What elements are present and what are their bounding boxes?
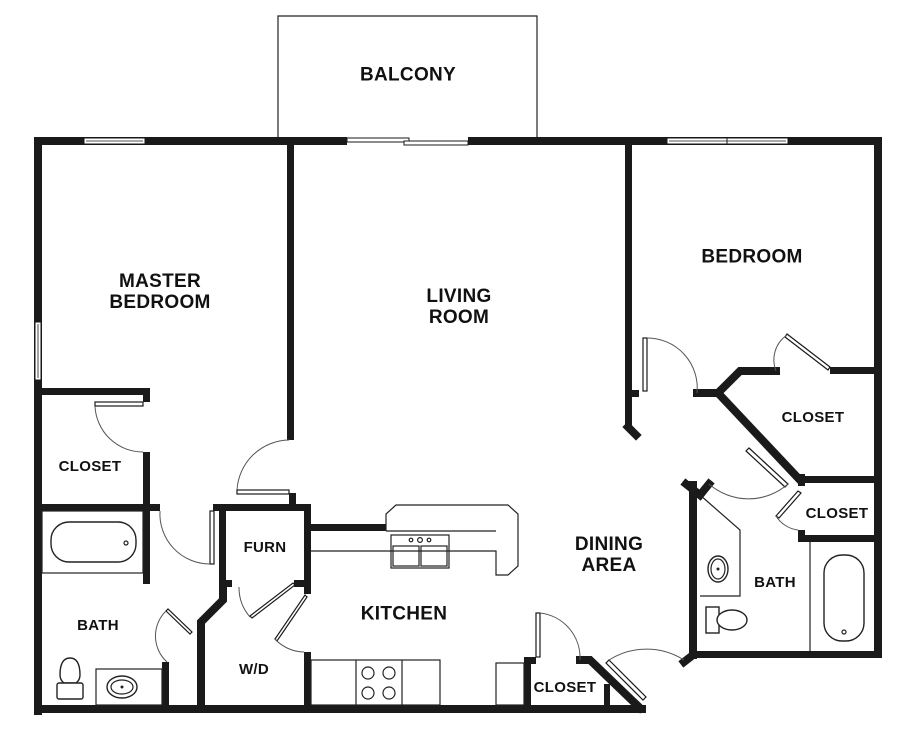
room-label-furnace: FURN xyxy=(243,538,287,557)
windows xyxy=(34,137,789,381)
balcony-outline xyxy=(277,15,538,138)
master-bedroom-label-line2: BEDROOM xyxy=(109,292,211,313)
room-label-hall-closet-right: CLOSET xyxy=(805,504,869,523)
living-room-label-line2: ROOM xyxy=(428,307,490,328)
exterior-walls xyxy=(34,137,882,715)
room-label-bedroom: BEDROOM xyxy=(701,246,803,269)
room-label-bedroom-closet: CLOSET xyxy=(781,408,845,427)
kitchen-label-text: KITCHEN xyxy=(360,603,448,625)
room-label-dining-area: DINING AREA xyxy=(574,534,644,577)
master-closet-label-text: CLOSET xyxy=(58,457,122,475)
washer-dryer-label-text: W/D xyxy=(238,660,270,678)
furnace-label-text: FURN xyxy=(243,538,287,556)
room-label-master-bath: BATH xyxy=(77,616,119,635)
room-label-kitchen: KITCHEN xyxy=(360,603,448,626)
master-bedroom-label-line1: MASTER xyxy=(118,271,202,293)
room-label-master-bedroom: MASTER BEDROOM xyxy=(109,271,211,314)
dining-area-label-line2: AREA xyxy=(581,555,637,576)
balcony-label-text: BALCONY xyxy=(359,64,457,86)
room-label-master-closet: CLOSET xyxy=(58,457,122,476)
bedroom-label-text: BEDROOM xyxy=(701,246,803,268)
room-label-second-bath: BATH xyxy=(754,573,796,592)
entry-closet-label-text: CLOSET xyxy=(533,678,597,696)
doors xyxy=(94,333,831,701)
bedroom-closet-label-text: CLOSET xyxy=(781,408,845,426)
room-label-entry-closet: CLOSET xyxy=(533,678,597,697)
master-bath-label-text: BATH xyxy=(77,616,119,634)
second-bath-label-text: BATH xyxy=(754,573,796,591)
interior-walls xyxy=(42,145,882,714)
living-room-label-line1: LIVING xyxy=(426,286,492,308)
dining-area-label-line1: DINING xyxy=(574,534,644,556)
room-label-washer-dryer: W/D xyxy=(238,660,270,679)
room-label-balcony: BALCONY xyxy=(359,64,457,87)
fixtures xyxy=(41,494,865,706)
room-label-living-room: LIVING ROOM xyxy=(426,286,492,329)
hall-closet-label-text: CLOSET xyxy=(805,504,869,522)
